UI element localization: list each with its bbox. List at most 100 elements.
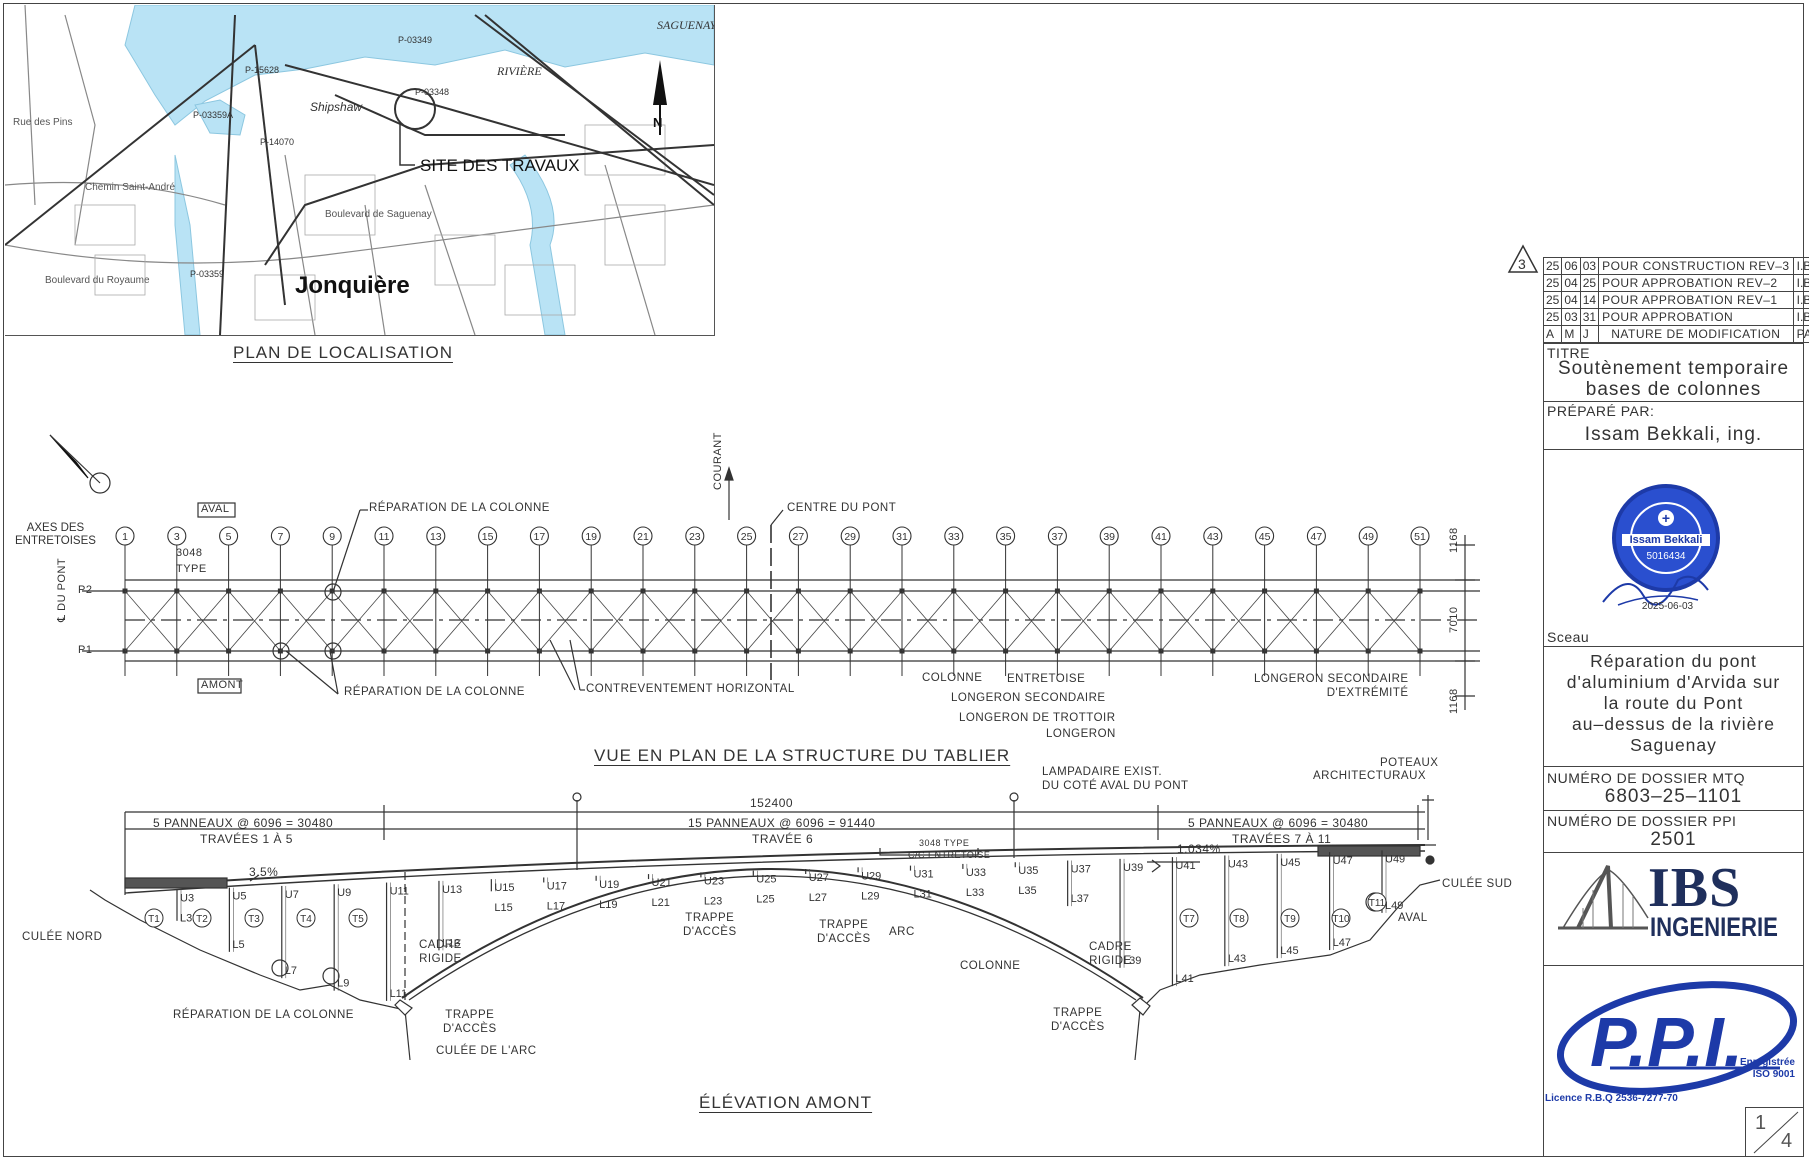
axis-bubble [581,526,601,546]
du-pont-label: ℄ DU PONT [56,557,68,622]
axis-bubble [840,526,860,546]
axis-label-13: 13 [430,531,442,543]
u-label-U29: U29 [861,870,881,882]
revision-cell: I.B. [1792,291,1809,309]
long-sec-ext-line2: D'EXTRÉMITÉ [1326,687,1409,699]
l-label-L47: L47 [1333,937,1351,949]
revision-marker-icon: 3 [1507,244,1539,273]
bracing [1057,590,1110,652]
revision-cell: 25 [1579,274,1600,292]
axis-label-33: 33 [948,531,960,543]
ppi-logo-section [1543,965,1804,966]
bracing [901,590,955,652]
north-arrow-icon [653,60,667,105]
axis-label-3: 3 [174,531,180,543]
axis-label-49: 49 [1362,531,1374,543]
bracing [849,590,903,652]
span-label-T11: T11 [1369,898,1386,909]
dim-bot: 1168 [1448,688,1460,714]
u-label-U35: U35 [1018,865,1038,877]
u-label-U23: U23 [704,875,724,887]
bracing [435,590,488,652]
u-label-U11: U11 [390,886,409,898]
span-bubble [296,908,316,928]
ppi-logo-icon: P.P.I. [1556,981,1798,1095]
l-label-L27: L27 [809,892,827,904]
revision-cell: 25 [1542,257,1563,275]
place-label-shipshaw: Shipshaw [310,100,363,114]
project-line-4: au–dessus de la rivière [1572,714,1775,734]
l-label-L19: L19 [599,899,617,911]
revision-cell: M [1561,325,1581,343]
bracing [383,590,437,652]
ibs-logo-subtext: INGENIERIE [1650,912,1778,942]
axis-label-2: ENTRETOISES [15,535,96,547]
bracing [746,590,799,652]
axis-bubble [892,526,912,546]
map-code-4: P-03359 [190,269,224,279]
ibs-logo-text: IBS [1648,857,1742,919]
trappe-3-l1: TRAPPE [819,919,869,931]
u-label-U13: U13 [442,884,462,896]
span-bubble [192,908,212,928]
axis-label-41: 41 [1155,531,1167,543]
sheet-number: 1 [1755,1112,1767,1134]
revision-cell: PAR [1792,325,1809,343]
typ2-label: C/C ENTRETOISE [908,850,991,860]
bracing [590,590,644,652]
type-label: TYPE [176,563,207,575]
axis-bubble [167,526,187,546]
bracing [331,590,385,652]
axis-label-47: 47 [1311,531,1323,543]
seal-section [1543,449,1804,450]
u-label-U15: U15 [494,882,514,894]
total-length: 152400 [750,796,794,810]
axis-label-31: 31 [896,531,908,543]
ibs-bridge-logo-icon [1558,865,1649,930]
l-label-L5: L5 [232,939,244,951]
l-label-L29: L29 [861,890,879,902]
axis-label-11: 11 [379,531,390,543]
revision-cell: NATURE DE MODIFICATION [1598,325,1794,343]
revision-cell: POUR APPROBATION REV–1 [1598,291,1794,309]
aval-elev-label: AVAL [1398,912,1428,924]
l-label-L43: L43 [1228,953,1246,965]
trappe-1-l1: TRAPPE [445,1009,495,1021]
project-line-3: la route du Pont [1603,693,1744,713]
arc-label: ARC [889,926,915,938]
axis-bubble [478,526,498,546]
bracing [1316,590,1369,652]
u-label-U33: U33 [966,867,986,879]
bracing [124,590,178,652]
span2b-label: TRAVÉE 6 [752,832,814,846]
axis-bubble [633,526,653,546]
road-label-3: Rue des Pins [13,117,72,128]
span-bubble [1280,908,1300,928]
location-map: SITE DES TRAVAUX Jonquière SAGUENAY RIVI… [5,5,715,336]
revision-marker: 3 [1518,256,1526,272]
sheet-number-box: 1 4 [1745,1107,1804,1157]
u-label-U17: U17 [547,880,567,892]
dim-top: 1168 [1448,527,1460,553]
ppi-value: 2501 [1650,829,1697,850]
trappe-1-l2: D'ACCÈS [443,1023,497,1035]
revision-cell: I.B. [1792,257,1809,275]
u-label-U3: U3 [180,892,194,904]
city-label: Jonquière [295,272,410,299]
iso-line-1: Enregistrée [1739,1057,1795,1068]
trappe-3-l2: D'ACCÈS [817,933,871,945]
colonne-label: COLONNE [922,672,983,684]
l-label-L45: L45 [1280,945,1298,957]
revision-cell: I.B. [1792,308,1809,326]
bracing [176,590,229,652]
span-bubble [1179,908,1199,928]
repair-circle [324,642,342,660]
axis-bubble [426,526,446,546]
culee-sud-label: CULÉE SUD [1442,878,1513,890]
axis-label-35: 35 [1000,531,1012,543]
